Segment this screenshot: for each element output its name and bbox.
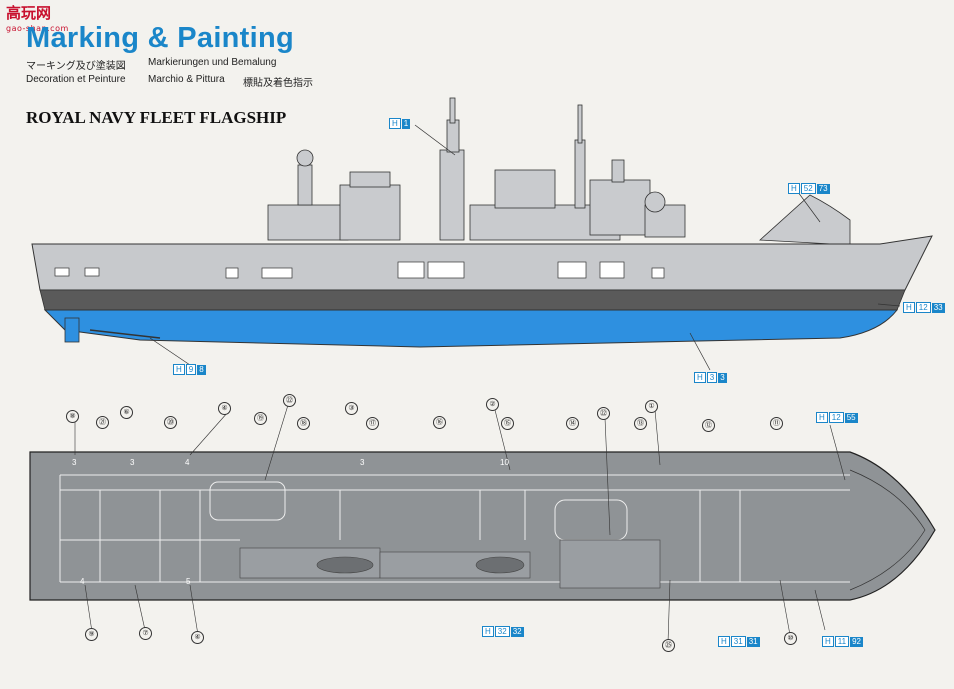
deck-number: 4 (80, 577, 85, 586)
callout-8: ⑧ (66, 410, 79, 423)
deck-number: 10 (500, 458, 509, 467)
ship-caption: ROYAL NAVY FLEET FLAGSHIP (26, 108, 287, 127)
deck-lines (59, 474, 850, 583)
callout-11: ⑪ (770, 417, 783, 430)
callout-21: ㉑ (96, 416, 109, 429)
deck-number: 3 (72, 458, 77, 467)
deck-number: 3 (130, 458, 135, 467)
subtitle-japanese: マーキング及び塗装図 (26, 61, 126, 72)
callout-17: ⑰ (366, 417, 379, 430)
subtitle-french: Decoration et Peinture (26, 74, 126, 85)
page-title: Marking & Painting (26, 22, 295, 54)
callout-13: ⑬ (634, 417, 647, 430)
callout-20: ⑳ (164, 416, 177, 429)
hull-openings (54, 261, 665, 279)
rudder (64, 317, 80, 343)
callout-6: ⑥ (120, 406, 133, 419)
callout-22: ㉒ (283, 394, 296, 407)
site-logo: 高玩网 gao-shan.com (6, 4, 69, 34)
callout-4: ④ (218, 402, 231, 415)
callout-7: ⑦ (139, 627, 152, 640)
subtitle-german: Markierungen und Bemalung (148, 57, 277, 68)
subtitle-chinese: 標貼及着色指示 (243, 78, 313, 89)
callout-15: ⑮ (501, 417, 514, 430)
deck-islands (239, 539, 661, 589)
callout-14: ⑭ (566, 417, 579, 430)
ski-jump (759, 194, 851, 246)
deck-number: 3 (360, 458, 365, 467)
callout-3: ③ (345, 402, 358, 415)
callout-16: ⑯ (433, 416, 446, 429)
callout-10: ⑩ (784, 632, 797, 645)
callout-2: ② (486, 398, 499, 411)
callout-22b: ㉒ (597, 407, 610, 420)
subtitle-italian: Marchio & Pittura (148, 74, 225, 85)
callout-19: ⑲ (254, 412, 267, 425)
hull-underwater (43, 309, 899, 348)
deck-number: 4 (185, 458, 190, 467)
callout-25: ㉕ (662, 639, 675, 652)
callout-1: ① (645, 400, 658, 413)
hull-upper (31, 235, 933, 291)
callout-12: ⑫ (702, 419, 715, 432)
superstructure (267, 97, 686, 241)
callout-9: ⑨ (85, 628, 98, 641)
callout-18: ⑱ (297, 417, 310, 430)
deck-number: 5 (186, 577, 191, 586)
boot-topping (39, 289, 906, 311)
callout-4b: ④ (191, 631, 204, 644)
